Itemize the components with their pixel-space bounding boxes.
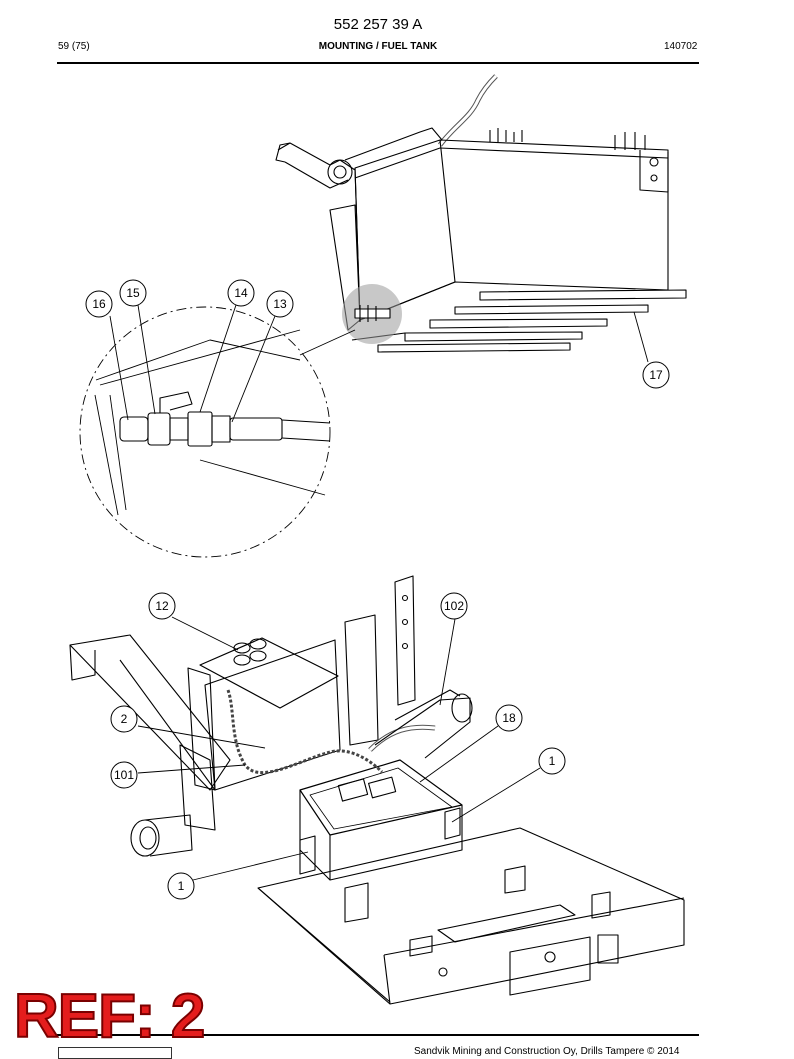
date-code: 140702: [664, 41, 698, 52]
callout-label: 101: [114, 768, 134, 782]
callout-label: 1: [178, 879, 185, 893]
callout-circle: [148, 592, 176, 620]
callout-circle: [440, 592, 468, 620]
callout-label: 14: [234, 286, 248, 300]
callout-label: 15: [126, 286, 140, 300]
page-number: 59 (75): [58, 41, 90, 52]
header-rule: [57, 62, 699, 64]
callout-circle: [495, 704, 523, 732]
callout-label: 102: [444, 599, 464, 613]
callout-label: 12: [155, 599, 169, 613]
callout-circle: [538, 747, 566, 775]
callout-label: 18: [502, 711, 516, 725]
callout-circle: [110, 705, 138, 733]
footer-rule: [57, 1034, 699, 1036]
callout-circle: [266, 290, 294, 318]
callout-circle: [227, 279, 255, 307]
callout-circle: [110, 761, 138, 789]
callout-circle: [167, 872, 195, 900]
ref-stamp: REF: 2: [13, 982, 206, 1051]
footer-copyright: Sandvik Mining and Construction Oy, Dril…: [414, 1046, 680, 1057]
callout-label: 1: [549, 754, 556, 768]
callout-circle: [85, 290, 113, 318]
callout-label: 17: [649, 368, 663, 382]
detail-view: [79, 306, 356, 558]
callout-circle: [642, 361, 670, 389]
fuel-tank-drawing: [275, 74, 687, 353]
page-title: MOUNTING / FUEL TANK: [318, 41, 438, 52]
frame-drawing: [69, 575, 685, 1005]
document-number: 552 257 39 A: [333, 16, 423, 33]
callout-circle: [119, 279, 147, 307]
callout-label: 13: [273, 297, 287, 311]
callout-label: 16: [92, 297, 106, 311]
callout-label: 2: [121, 712, 128, 726]
